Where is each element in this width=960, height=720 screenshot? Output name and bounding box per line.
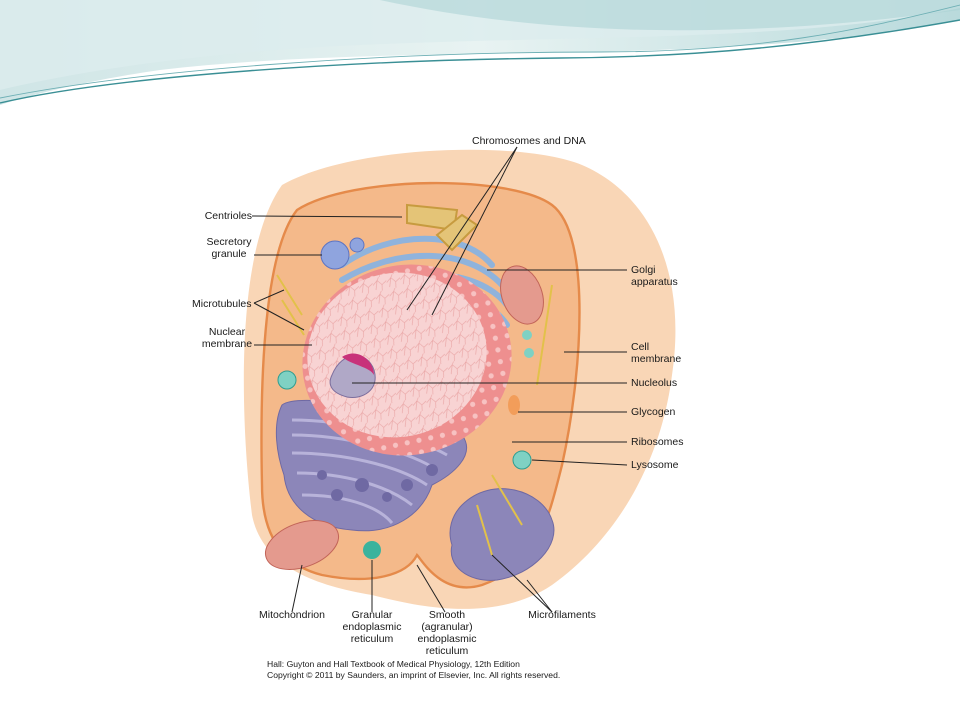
label-secretory-granule: Secretory granule — [206, 236, 252, 260]
glycogen-shape — [508, 395, 520, 415]
lysosome-shape — [512, 450, 532, 470]
leader-lines — [251, 146, 628, 613]
label-microfilaments: Microfilaments — [528, 609, 596, 621]
label-chromosomes-dna: Chromosomes and DNA — [472, 135, 586, 147]
er-cluster-lower — [449, 488, 555, 581]
label-microtubules: Microtubules — [192, 298, 252, 310]
mitochondrion-lower — [265, 520, 339, 570]
label-smooth-er: Smooth (agranular) endoplasmic reticulum — [417, 609, 477, 657]
microtubule-lines — [276, 274, 553, 556]
label-golgi-apparatus: Golgi apparatus — [631, 264, 678, 288]
label-lysosome: Lysosome — [631, 459, 679, 471]
label-granular-er: Granular endoplasmic reticulum — [342, 609, 402, 645]
cell-diagram-figure: Chromosomes and DNA Centrioles Secretory… — [192, 135, 687, 683]
slide-header-swoosh — [0, 0, 960, 105]
cell-illustration — [243, 146, 676, 613]
er-vesicles — [317, 464, 438, 502]
caption-copyright: Copyright © 2011 by Saunders, an imprint… — [267, 670, 561, 680]
label-centrioles: Centrioles — [204, 210, 252, 222]
label-nucleolus: Nucleolus — [631, 377, 678, 389]
caption-source: Hall: Guyton and Hall Textbook of Medica… — [267, 659, 520, 669]
label-glycogen: Glycogen — [631, 406, 676, 418]
label-mitochondrion: Mitochondrion — [259, 609, 325, 621]
mitochondrion-upper — [500, 265, 544, 325]
label-cell-membrane: Cell membrane — [631, 341, 682, 365]
label-nuclear-membrane: Nuclear membrane — [201, 326, 253, 350]
secretory-granule-shape — [320, 240, 350, 270]
label-ribosomes: Ribosomes — [631, 436, 684, 448]
